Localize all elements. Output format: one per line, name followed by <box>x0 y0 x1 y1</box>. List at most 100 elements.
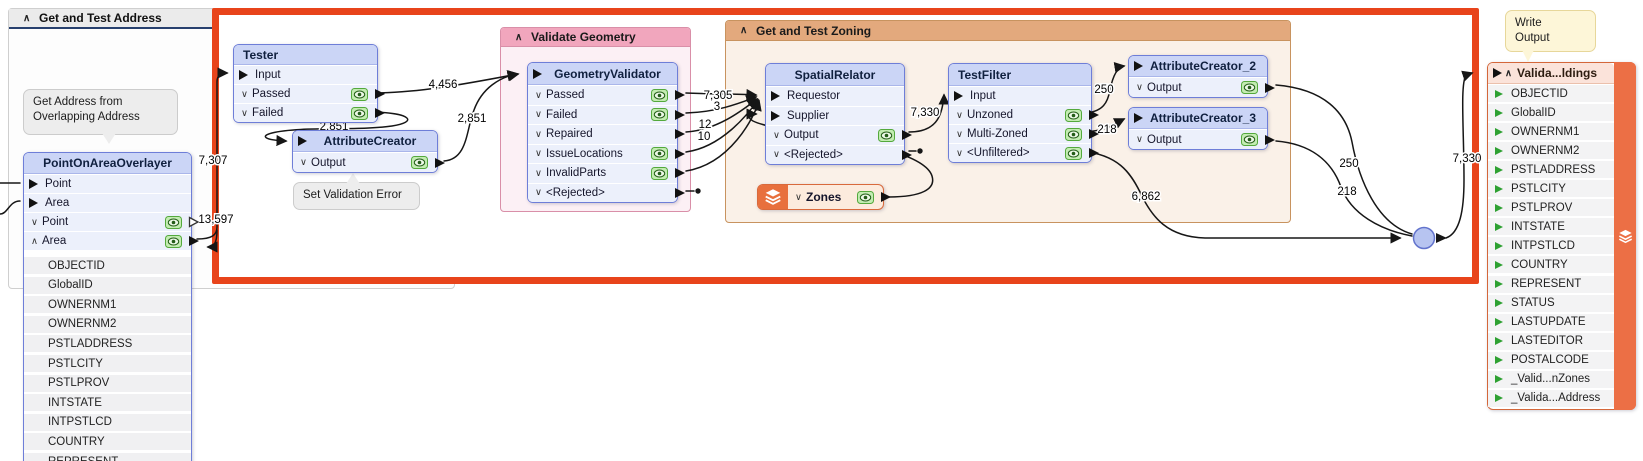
eye-icon[interactable] <box>878 128 895 142</box>
port-input[interactable]: Input <box>234 66 377 84</box>
annotation-get-address[interactable]: Get Address from Overlapping Address <box>23 89 178 144</box>
inspect-toggle[interactable] <box>1065 108 1082 122</box>
port-output[interactable]: ∨Output <box>293 153 445 172</box>
port-rejected[interactable]: ∨<Rejected> <box>766 145 912 164</box>
inspect-toggle[interactable] <box>1065 146 1082 160</box>
port-expand-icon[interactable]: ∨ <box>1136 134 1143 145</box>
connection-failed-to-attributecreator[interactable] <box>264 111 409 147</box>
inspect-toggle[interactable] <box>165 215 182 229</box>
inspect-toggle[interactable] <box>651 147 668 161</box>
input-port-arrow-icon[interactable] <box>29 198 38 208</box>
input-port-arrow-icon[interactable] <box>771 91 780 102</box>
inspect-toggle[interactable] <box>1241 81 1258 94</box>
port-expand-icon[interactable]: ∨ <box>956 109 963 121</box>
eye-icon[interactable] <box>411 156 428 169</box>
inspect-toggle[interactable] <box>1065 127 1082 141</box>
input-port-arrow-icon[interactable] <box>29 179 38 189</box>
unconnected-output-arrow-icon[interactable] <box>188 216 200 228</box>
eye-icon[interactable] <box>1065 127 1082 141</box>
port-output[interactable]: ∨Output <box>766 126 912 145</box>
connection-attributecreator-to-geometryvalidator[interactable] <box>443 70 519 162</box>
junction-out-arrow[interactable] <box>1436 233 1447 243</box>
inspect-toggle[interactable] <box>857 190 874 204</box>
node-title-bar[interactable]: ∧Valida...ldings <box>1488 63 1614 84</box>
port-point[interactable]: Point <box>24 175 191 193</box>
connection-passed-to-geometryvalidator[interactable] <box>371 70 520 94</box>
port-expand-icon[interactable]: ∨ <box>956 147 963 159</box>
connection-unfiltered-to-junction[interactable] <box>1081 150 1402 244</box>
eye-icon[interactable] <box>351 106 368 120</box>
eye-icon[interactable] <box>651 88 668 102</box>
port-output[interactable]: ∨Output <box>1129 78 1275 97</box>
inspect-toggle[interactable] <box>651 88 668 102</box>
node-title-bar[interactable]: AttributeCreator_3 <box>1129 108 1267 129</box>
port-failed[interactable]: ∨Failed <box>528 105 685 124</box>
port-supplier[interactable]: Supplier <box>766 106 904 125</box>
connection-junction-to-writer[interactable] <box>1445 70 1474 239</box>
inspect-toggle[interactable] <box>351 106 368 120</box>
output-port-arrow-icon[interactable] <box>902 149 912 160</box>
eye-icon[interactable] <box>165 215 182 229</box>
port-expand-icon[interactable]: ∨ <box>241 107 248 119</box>
port-invalidparts[interactable]: ∨InvalidParts <box>528 164 685 183</box>
output-port-arrow-icon[interactable] <box>1265 134 1275 145</box>
port-expand-icon[interactable]: ∨ <box>535 187 542 199</box>
eye-icon[interactable] <box>351 87 368 101</box>
eye-icon[interactable] <box>651 166 668 180</box>
eye-icon[interactable] <box>651 147 668 161</box>
output-port-arrow-icon[interactable] <box>675 187 685 198</box>
bookmark-header[interactable]: Get and Test Zoning <box>726 21 1290 41</box>
port-expand-icon[interactable]: ∨ <box>535 89 542 101</box>
node-title-bar[interactable]: GeometryValidator <box>528 63 677 85</box>
eye-icon[interactable] <box>1065 108 1082 122</box>
output-port-arrow-icon[interactable] <box>675 148 685 159</box>
connection-into-area[interactable] <box>0 200 21 215</box>
node-attribute-creator[interactable]: AttributeCreator∨Output <box>292 130 445 173</box>
input-port-arrow-icon[interactable] <box>771 110 780 121</box>
node-title-bar[interactable]: AttributeCreator <box>293 131 437 152</box>
output-port-arrow-icon[interactable] <box>902 130 912 141</box>
port-point[interactable]: ∨Point <box>24 213 200 231</box>
connection-stub-down[interactable] <box>206 229 218 253</box>
node-geometry-validator[interactable]: GeometryValidator∨Passed∨Failed∨Repaired… <box>527 62 685 203</box>
output-port-arrow-icon[interactable] <box>1089 148 1099 158</box>
eye-icon[interactable] <box>1241 133 1258 146</box>
eye-icon[interactable] <box>1065 146 1082 160</box>
output-port-arrow-icon[interactable] <box>375 108 385 118</box>
connection-ac2-to-junction[interactable] <box>1275 84 1413 235</box>
port-expand-icon[interactable]: ∨ <box>535 148 542 160</box>
port-expand-icon[interactable]: ∨ <box>535 109 542 121</box>
port-expand-icon[interactable]: ∨ <box>795 191 802 203</box>
port-repaired[interactable]: ∨Repaired <box>528 125 685 144</box>
port-unfiltered[interactable]: ∨<Unfiltered> <box>949 144 1099 162</box>
eye-icon[interactable] <box>857 190 874 204</box>
port-expand-icon[interactable]: ∨ <box>1136 82 1143 93</box>
input-port-arrow-icon[interactable] <box>1134 113 1143 123</box>
port-expand-icon[interactable]: ∨ <box>956 128 963 140</box>
port-passed[interactable]: ∨Passed <box>234 85 385 103</box>
port-expand-icon[interactable]: ∨ <box>535 167 542 179</box>
port-failed[interactable]: ∨Failed <box>234 104 385 122</box>
junction-node[interactable] <box>1412 226 1436 250</box>
eye-icon[interactable] <box>651 108 668 122</box>
output-port-arrow-icon[interactable] <box>435 157 445 168</box>
output-port-arrow-icon[interactable] <box>1089 110 1099 120</box>
connection-gv-passed-to-requestor[interactable] <box>685 88 758 101</box>
output-port-arrow-icon[interactable] <box>675 109 685 120</box>
node-attribute-creator-3[interactable]: AttributeCreator_3∨Output <box>1128 107 1275 150</box>
inspect-toggle[interactable] <box>165 234 182 248</box>
port-unzoned[interactable]: ∨Unzoned <box>949 106 1099 124</box>
node-title-bar[interactable]: TestFilter <box>949 64 1091 86</box>
node-zones[interactable]: ∨Zones <box>757 184 891 210</box>
eye-icon[interactable] <box>1241 81 1258 94</box>
port-rejected[interactable]: ∨<Rejected> <box>528 183 685 202</box>
connection-gv-invalidparts-to-requestor[interactable] <box>685 99 762 172</box>
annotation-set-validation-error[interactable]: Set Validation Error <box>293 173 420 210</box>
port-area[interactable]: Area <box>24 194 191 212</box>
output-port-arrow-icon[interactable] <box>1265 82 1275 93</box>
port-expand-icon[interactable]: ∨ <box>31 216 38 228</box>
